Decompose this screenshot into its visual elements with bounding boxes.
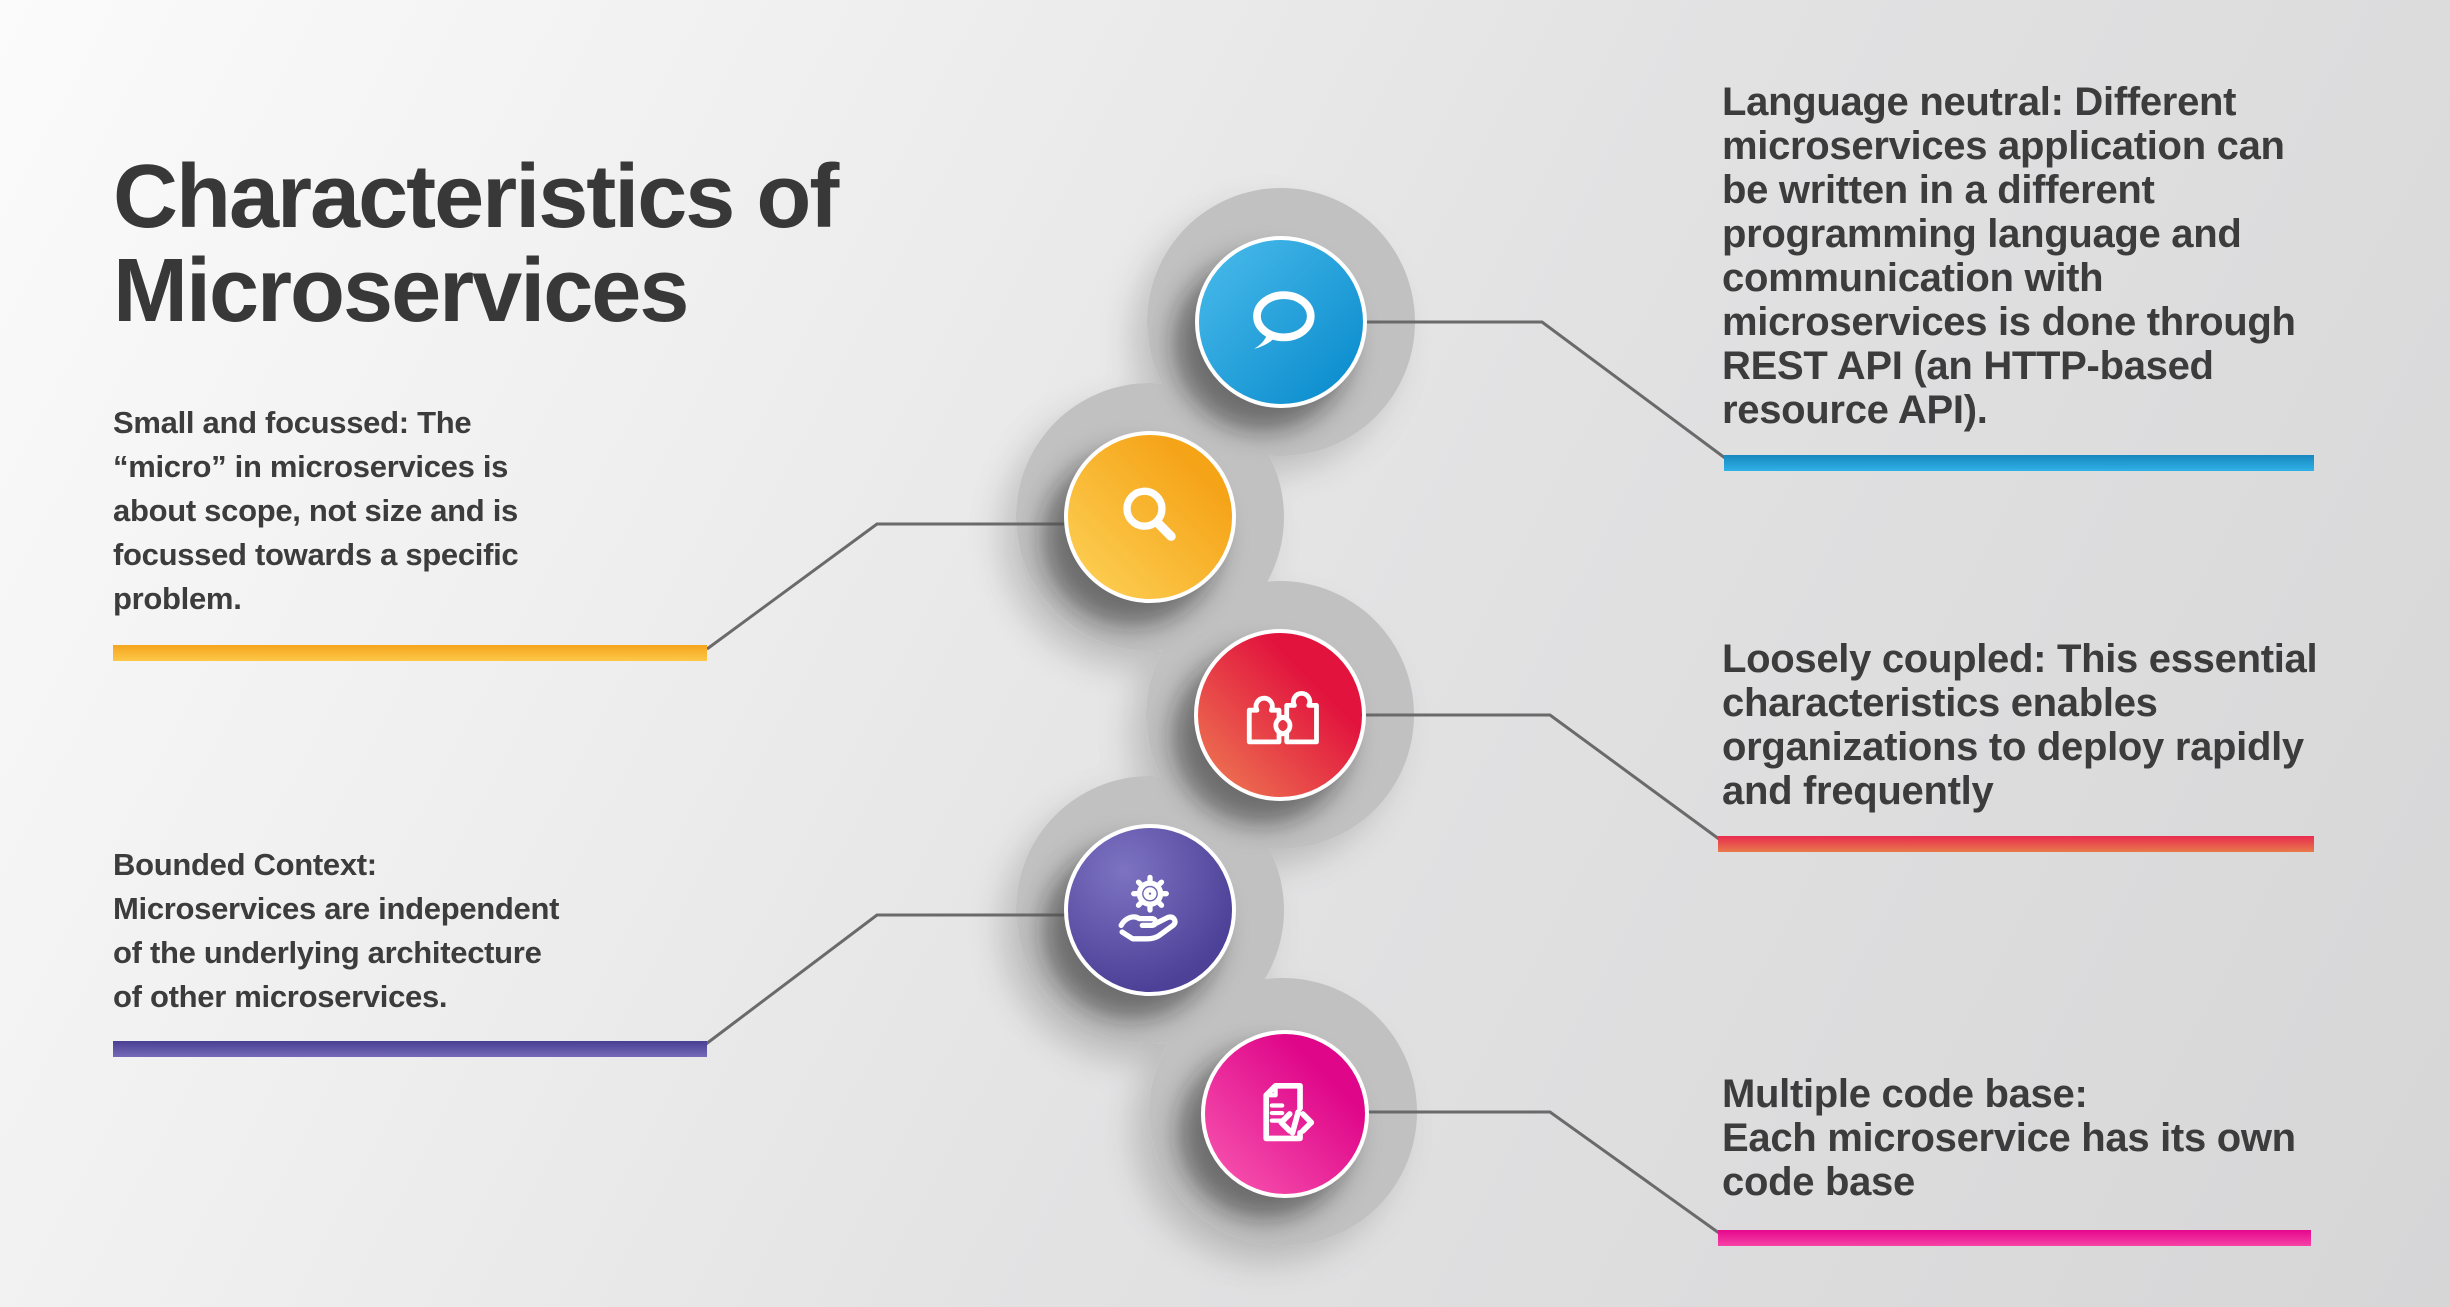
small-focussed-node [1064, 431, 1236, 603]
page-title: Characteristics of Microservices [113, 147, 839, 341]
text-block-language-neutral: Language neutral: Different microservice… [1722, 80, 2296, 432]
magnifier-icon [1104, 471, 1196, 563]
accent-bar-loosely-coupled [1718, 836, 2314, 852]
connector-line-purple [705, 913, 1080, 1046]
gear-on-hand-icon [1102, 862, 1198, 958]
connector-line-red [1362, 713, 1720, 841]
text-block-loosely-coupled: Loosely coupled: This essential characte… [1722, 637, 2318, 813]
puzzle-pieces-icon [1232, 667, 1328, 763]
multiple-code-base-node [1201, 1030, 1369, 1198]
text-block-multiple-code-base: Multiple code base: Each microservice ha… [1722, 1072, 2296, 1204]
document-code-icon [1238, 1067, 1332, 1161]
chat-bubble-icon [1233, 274, 1329, 370]
loosely-coupled-node [1194, 629, 1366, 801]
accent-bar-bounded-context [113, 1041, 707, 1057]
language-neutral-node [1195, 236, 1367, 408]
accent-bar-language-neutral [1724, 455, 2314, 471]
accent-bar-small-focussed [113, 645, 707, 661]
connector-lines [705, 320, 1726, 1235]
text-block-bounded-context: Bounded Context: Microservices are indep… [113, 847, 560, 1014]
accent-bar-multiple-code-base [1718, 1230, 2311, 1246]
text-block-small-and-focussed: Small and focussed: The “micro” in micro… [113, 405, 519, 616]
connector-line-blue [1363, 320, 1726, 460]
connector-line-pink [1363, 1110, 1720, 1235]
bounded-context-node [1064, 824, 1236, 996]
connector-line-yellow [706, 522, 1069, 651]
